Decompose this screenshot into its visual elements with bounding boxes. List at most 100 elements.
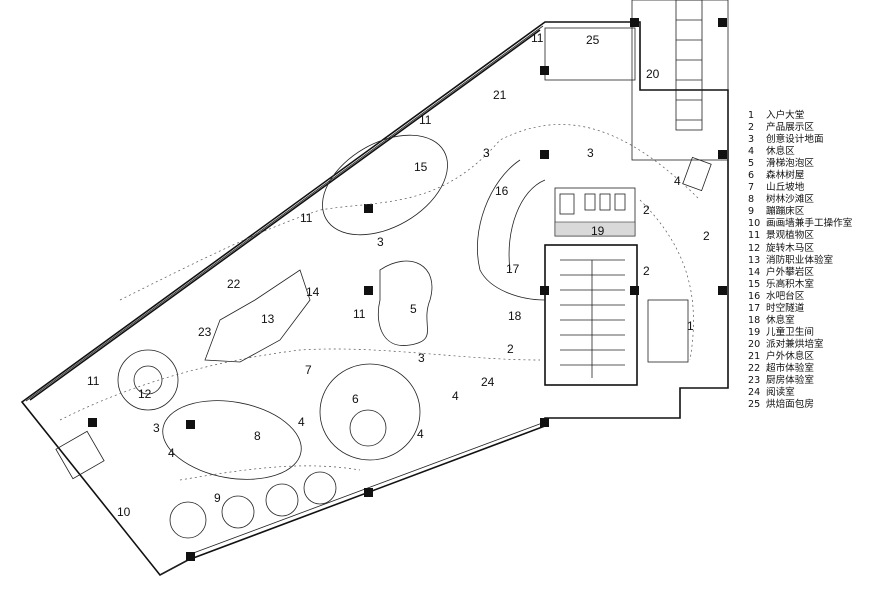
legend-number: 12 <box>748 242 761 254</box>
legend-number: 20 <box>748 338 761 350</box>
legend-text: 画画墙兼手工操作室 <box>766 218 853 230</box>
legend-text: 休息区 <box>766 146 795 158</box>
zone-label-7: 7 <box>305 363 312 377</box>
zone-label-2: 2 <box>703 229 710 243</box>
interior-zones <box>55 124 712 539</box>
zone-label-19: 19 <box>591 224 605 238</box>
legend-text: 乐高积木室 <box>766 278 814 290</box>
zone-label-10: 10 <box>117 505 131 519</box>
zone-label-2: 2 <box>643 264 650 278</box>
legend-text: 滑梯泡泡区 <box>766 158 814 170</box>
zone-label-1: 1 <box>687 319 694 333</box>
zone-label-3: 3 <box>587 146 594 160</box>
zone-label-9: 9 <box>214 491 221 505</box>
zone-label-5: 5 <box>410 302 417 316</box>
legend-text: 时空隧道 <box>766 302 805 314</box>
legend-text: 入户大堂 <box>766 110 805 121</box>
zone-label-15: 15 <box>414 160 428 174</box>
legend-number: 19 <box>748 326 761 338</box>
zone-label-20: 20 <box>646 67 660 81</box>
legend-number: 25 <box>748 399 761 411</box>
zone-label-3: 3 <box>153 421 160 435</box>
legend-item: 9 蹦蹦床区 <box>748 206 873 218</box>
zone-label-11: 11 <box>300 211 313 225</box>
legend-number: 23 <box>748 375 761 387</box>
legend-number: 18 <box>748 314 761 326</box>
legend-item: 2 产品展示区 <box>748 122 873 134</box>
legend-text: 休息室 <box>766 314 795 326</box>
legend-text: 消防职业体验室 <box>766 254 834 266</box>
legend-number: 15 <box>748 278 761 290</box>
legend-item: 13 消防职业体验室 <box>748 255 873 267</box>
legend-text: 山丘坡地 <box>766 182 805 194</box>
legend-item: 6 森林树屋 <box>748 170 873 182</box>
legend-item: 5 滑梯泡泡区 <box>748 158 873 170</box>
legend-number: 3 <box>748 134 755 146</box>
legend-number: 16 <box>748 290 761 302</box>
zone-label-2: 2 <box>643 203 650 217</box>
legend-number: 1 <box>748 110 755 121</box>
legend-text: 户外攀岩区 <box>766 266 814 278</box>
zone-label-4: 4 <box>674 174 681 188</box>
zone-label-8: 8 <box>254 429 261 443</box>
zone-label-21: 21 <box>493 88 507 102</box>
legend-text: 蹦蹦床区 <box>766 206 805 218</box>
zone-label-16: 16 <box>495 184 509 198</box>
zone-label-2: 2 <box>507 342 514 356</box>
legend-number: 9 <box>748 206 755 218</box>
legend-text: 阅读室 <box>766 387 795 399</box>
zone-label-14: 14 <box>306 285 320 299</box>
zone-label-23: 23 <box>198 325 212 339</box>
legend-item: 11 景观植物区 <box>748 230 873 242</box>
legend-number: 21 <box>748 350 761 362</box>
legend-text: 旋转木马区 <box>766 242 814 254</box>
legend-number: 11 <box>748 230 761 242</box>
legend-item: 15 乐高积木室 <box>748 279 873 291</box>
zone-label-4: 4 <box>168 446 175 460</box>
legend-item: 10 画画墙兼手工操作室 <box>748 218 873 230</box>
zone-label-12: 12 <box>138 387 152 401</box>
legend-text: 森林树屋 <box>766 170 805 182</box>
legend-text: 厨房体验室 <box>766 375 814 387</box>
legend-number: 6 <box>748 170 755 182</box>
zone-label-3: 3 <box>377 235 384 249</box>
zone-label-4: 4 <box>452 389 459 403</box>
legend-item: 16 水吧台区 <box>748 291 873 303</box>
legend-item: 1 入户大堂 <box>748 110 873 122</box>
outer-walls <box>20 0 729 577</box>
legend-text: 水吧台区 <box>766 290 805 302</box>
legend-item: 17 时空隧道 <box>748 303 873 315</box>
zone-label-4: 4 <box>417 427 424 441</box>
legend-text: 超市体验室 <box>766 362 814 374</box>
legend-item: 23 厨房体验室 <box>748 375 873 387</box>
legend-item: 12 旋转木马区 <box>748 243 873 255</box>
legend-text: 产品展示区 <box>766 122 814 134</box>
zone-label-13: 13 <box>261 312 275 326</box>
legend-item: 19 儿童卫生间 <box>748 327 873 339</box>
legend-text: 景观植物区 <box>766 230 814 242</box>
zone-label-3: 3 <box>483 146 490 160</box>
zone-label-11: 11 <box>353 307 366 321</box>
legend-text: 儿童卫生间 <box>766 326 814 338</box>
zone-label-11: 11 <box>87 374 100 388</box>
legend-number: 2 <box>748 122 755 134</box>
legend-item: 18 休息室 <box>748 315 873 327</box>
zone-label-25: 25 <box>586 33 600 47</box>
zone-label-18: 18 <box>508 309 522 323</box>
legend-number: 17 <box>748 302 761 314</box>
legend-number: 10 <box>748 218 761 230</box>
zone-labels: 1 2 2 2 2 3 3 3 3 3 4 4 4 4 4 5 6 7 8 9 … <box>87 31 710 519</box>
legend-number: 5 <box>748 158 755 170</box>
legend-number: 13 <box>748 254 761 266</box>
zone-label-17: 17 <box>506 262 520 276</box>
